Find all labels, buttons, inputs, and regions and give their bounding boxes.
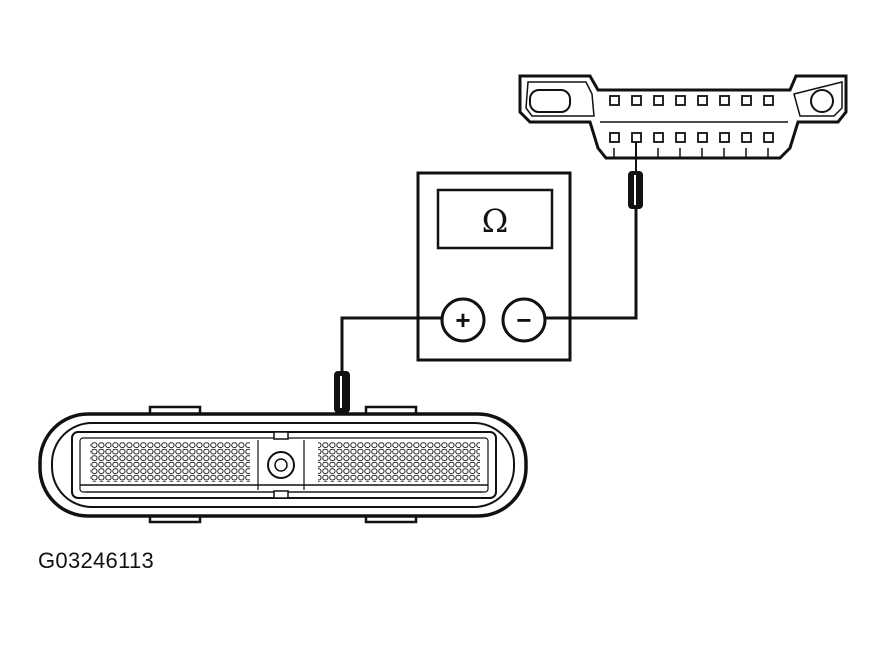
- negative-terminal-symbol: −: [516, 305, 531, 335]
- dlc-test-probe: [628, 142, 643, 209]
- meter-display-symbol: Ω: [482, 202, 509, 240]
- dlc-top-pins: [609, 95, 774, 106]
- module-pin-field-left: [90, 442, 250, 482]
- data-link-connector-icon: [518, 74, 848, 160]
- positive-terminal-symbol: +: [455, 305, 470, 335]
- module-connector-icon: [38, 405, 528, 524]
- negative-terminal: −: [501, 297, 547, 343]
- figure-id: G03246113: [38, 548, 155, 573]
- negative-test-lead: [545, 208, 638, 320]
- module-pin-field-right: [318, 442, 480, 482]
- positive-test-lead: [340, 316, 442, 372]
- module-test-probe: [334, 371, 350, 444]
- ohmmeter-icon: Ω + −: [416, 171, 572, 362]
- positive-terminal: +: [440, 297, 486, 343]
